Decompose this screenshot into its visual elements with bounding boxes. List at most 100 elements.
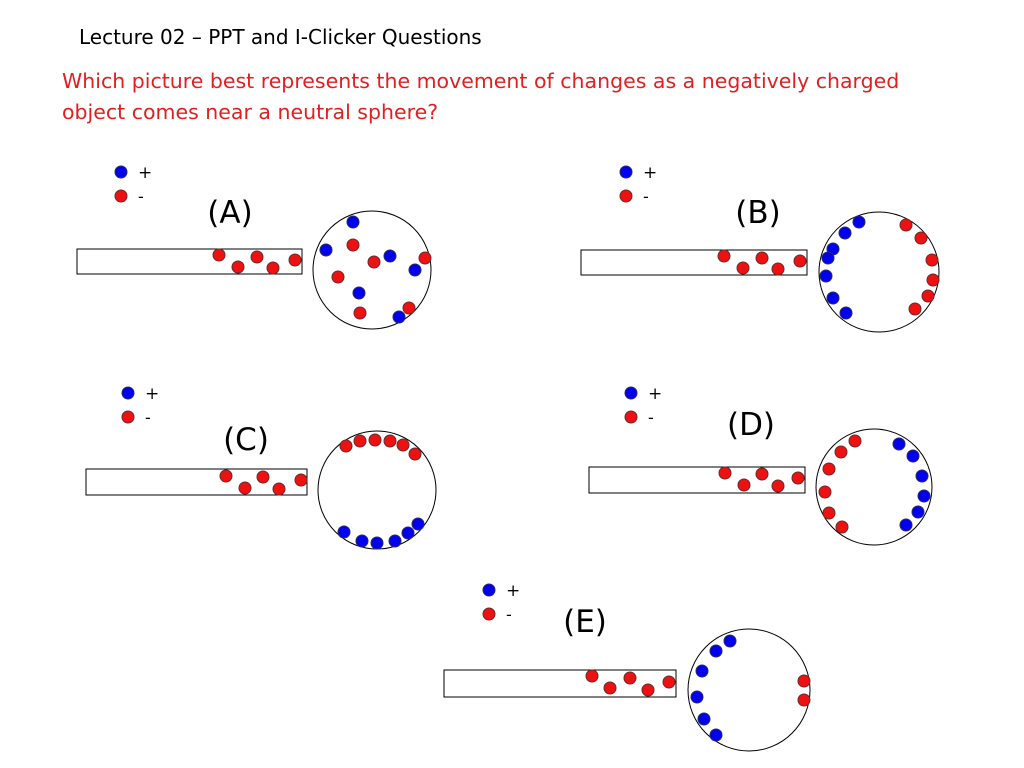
legend-negative-label: - <box>145 408 151 428</box>
sphere-positive-charge <box>917 489 931 503</box>
legend-negative-charge <box>114 189 128 203</box>
legend-b: +- <box>619 163 657 207</box>
sphere-negative-charge <box>797 693 811 707</box>
legend-positive-charge <box>619 165 633 179</box>
neutral-sphere <box>815 428 933 546</box>
sphere-positive-charge <box>392 310 406 324</box>
charged-rod <box>580 249 808 276</box>
rod-negative-charge <box>272 482 286 496</box>
sphere-positive-charge <box>695 664 709 678</box>
sphere-negative-charge <box>925 253 939 267</box>
question-line-2: object comes near a neutral sphere? <box>62 100 439 124</box>
sphere-positive-charge <box>346 215 360 229</box>
sphere-negative-charge <box>367 255 381 269</box>
sphere-positive-charge <box>690 690 704 704</box>
sphere-positive-charge <box>370 536 384 550</box>
sphere-positive-charge <box>411 517 425 531</box>
sphere-positive-charge <box>819 269 833 283</box>
rod-negative-charge <box>266 261 280 275</box>
sphere-negative-charge <box>908 302 922 316</box>
rod-negative-charge <box>737 478 751 492</box>
rod-negative-charge <box>623 671 637 685</box>
rod-negative-charge <box>641 683 655 697</box>
sphere-negative-charge <box>818 485 832 499</box>
legend-c: +- <box>121 384 159 428</box>
question-text: Which picture best represents the moveme… <box>62 66 962 128</box>
sphere-positive-charge <box>906 449 920 463</box>
sphere-negative-charge <box>402 301 416 315</box>
sphere-positive-charge <box>388 534 402 548</box>
sphere-negative-charge <box>418 251 432 265</box>
sphere-negative-charge <box>353 306 367 320</box>
sphere-negative-charge <box>339 439 353 453</box>
panel-d: +- (D) <box>588 384 933 546</box>
rod-negative-charge <box>585 669 599 683</box>
rod-negative-charge <box>219 469 233 483</box>
legend-e: +- <box>482 581 520 625</box>
legend-negative-label: - <box>648 408 654 428</box>
legend-negative-charge <box>619 189 633 203</box>
legend-negative-charge <box>624 410 638 424</box>
rod-negative-charge <box>771 262 785 276</box>
rod-negative-charge <box>736 261 750 275</box>
legend-d: +- <box>624 384 662 428</box>
sphere-positive-charge <box>892 437 906 451</box>
rod-negative-charge <box>662 675 676 689</box>
rod-negative-charge <box>717 249 731 263</box>
sphere-positive-charge <box>355 534 369 548</box>
sphere-negative-charge <box>346 238 360 252</box>
legend-negative-charge <box>121 410 135 424</box>
charged-rod <box>443 669 677 698</box>
sphere-positive-charge <box>319 243 333 257</box>
sphere-positive-charge <box>352 286 366 300</box>
sphere-positive-charge <box>337 525 351 539</box>
rod-negative-charge <box>793 254 807 268</box>
sphere-negative-charge <box>921 289 935 303</box>
legend-a: +- <box>114 163 152 207</box>
sphere-positive-charge <box>821 251 835 265</box>
neutral-sphere <box>687 628 811 752</box>
legend-positive-charge <box>624 386 638 400</box>
sphere-positive-charge <box>911 505 925 519</box>
question-line-1: Which picture best represents the moveme… <box>62 69 900 93</box>
rod-negative-charge <box>294 473 308 487</box>
rod-negative-charge <box>238 481 252 495</box>
sphere-positive-charge <box>852 215 866 229</box>
sphere-positive-charge <box>723 634 737 648</box>
sphere-negative-charge <box>822 506 836 520</box>
sphere-negative-charge <box>368 433 382 447</box>
sphere-negative-charge <box>834 445 848 459</box>
sphere-negative-charge <box>797 674 811 688</box>
rod-negative-charge <box>755 251 769 265</box>
rod-negative-charge <box>250 250 264 264</box>
sphere-negative-charge <box>396 438 410 452</box>
rod-negative-charge <box>231 260 245 274</box>
legend-positive-label: + <box>138 163 152 183</box>
legend-positive-charge <box>114 165 128 179</box>
sphere-negative-charge <box>408 447 422 461</box>
legend-positive-label: + <box>506 581 520 601</box>
rod-negative-charge <box>718 466 732 480</box>
sphere-negative-charge <box>331 270 345 284</box>
rod-negative-charge <box>771 479 785 493</box>
legend-positive-charge <box>121 386 135 400</box>
panel-label-d: (D) <box>727 407 775 443</box>
panel-e: +-(E) <box>443 581 811 752</box>
legend-negative-label: - <box>138 187 144 207</box>
sphere-negative-charge <box>835 520 849 534</box>
neutral-sphere <box>312 210 432 330</box>
sphere-positive-charge <box>899 518 913 532</box>
sphere-positive-charge <box>915 469 929 483</box>
sphere-negative-charge <box>899 218 913 232</box>
rod-negative-charge <box>288 253 302 267</box>
legend-positive-charge <box>482 583 496 597</box>
panel-a: +-(A) <box>76 163 432 330</box>
rod-negative-charge <box>212 248 226 262</box>
legend-positive-label: + <box>145 384 159 404</box>
charged-rod <box>76 248 303 275</box>
lecture-title: Lecture 02 – PPT and I-Clicker Questions <box>79 25 482 49</box>
sphere-positive-charge <box>838 226 852 240</box>
sphere-positive-charge <box>839 306 853 320</box>
sphere-negative-charge <box>822 462 836 476</box>
